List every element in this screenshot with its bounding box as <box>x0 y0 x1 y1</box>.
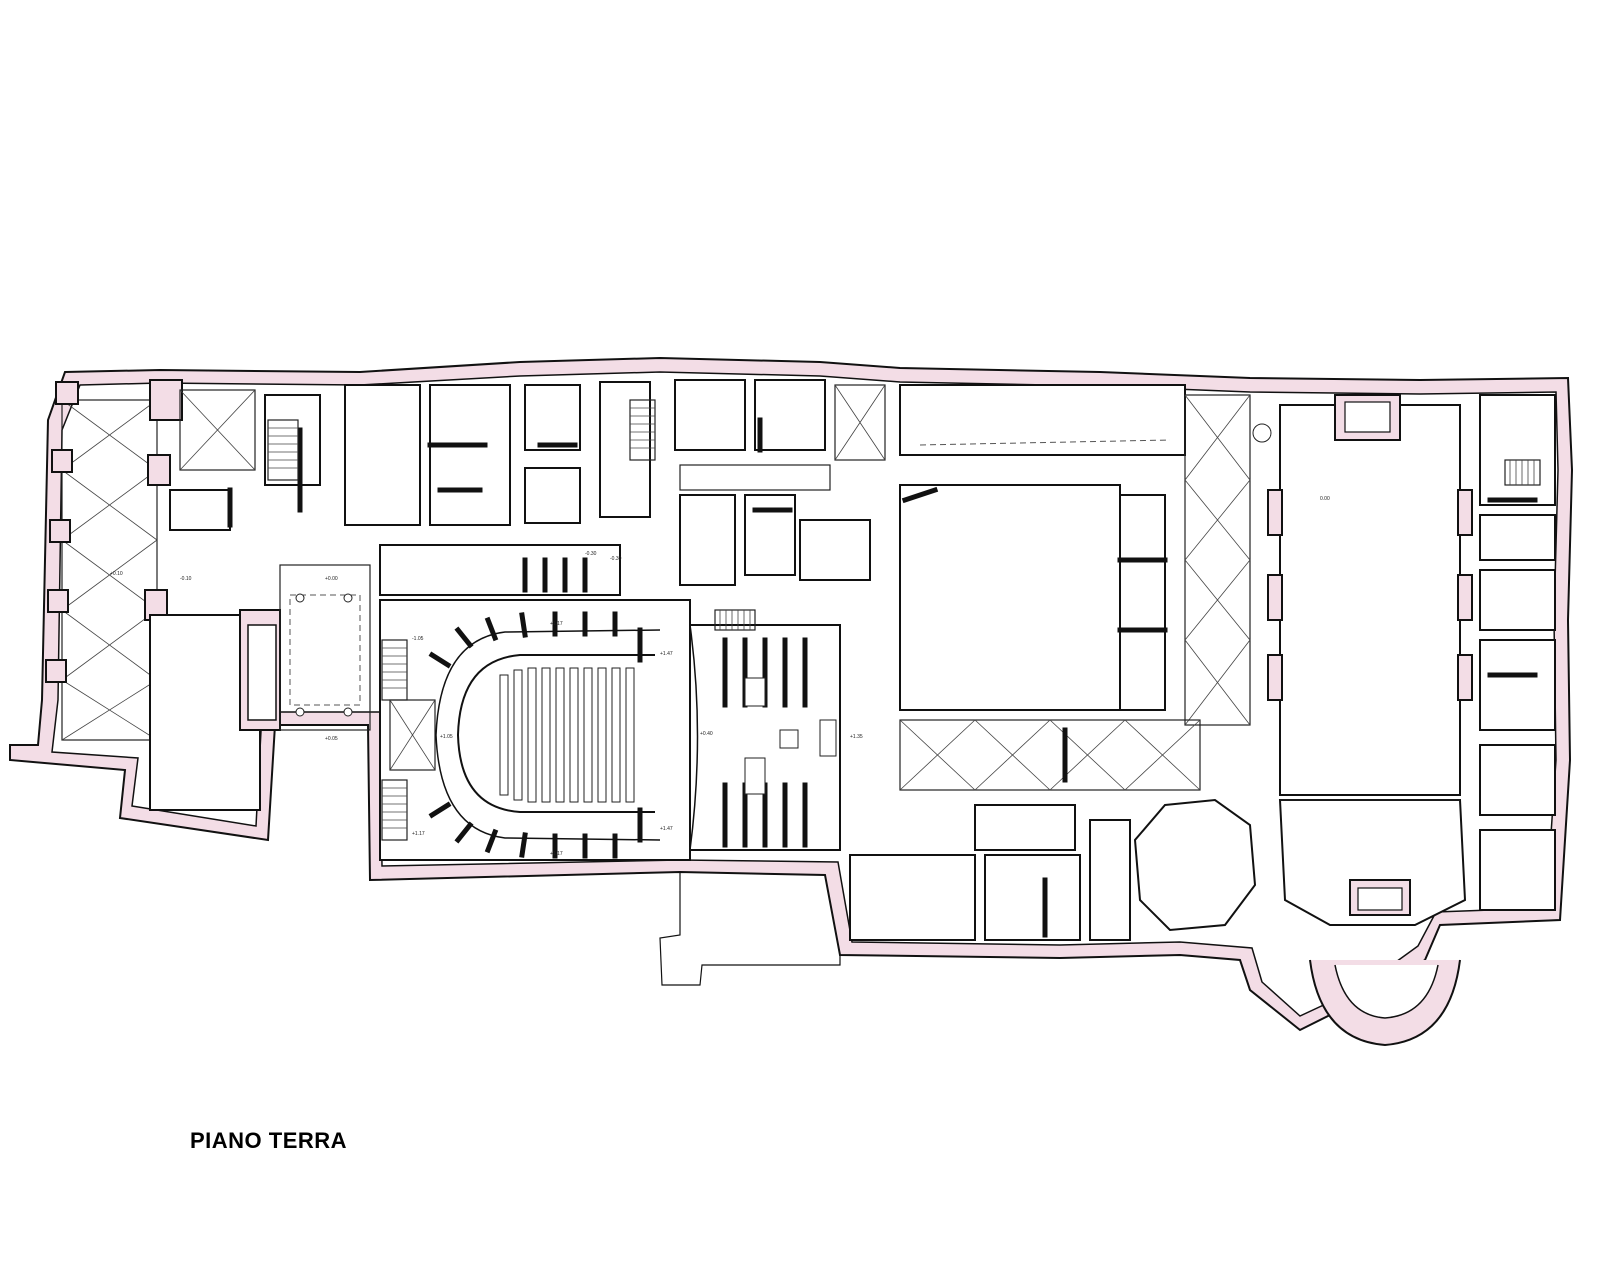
spiral-stair-icon <box>1252 423 1272 443</box>
svg-text:+1.17: +1.17 <box>550 621 563 627</box>
outbuilding-outline <box>659 872 841 986</box>
auditorium-boxes <box>428 611 643 859</box>
svg-text:-0.30: -0.30 <box>610 556 622 562</box>
upper-left-rooms <box>169 381 651 531</box>
svg-text:+1.17: +1.17 <box>412 831 425 837</box>
drawing-title: PIANO TERRA <box>190 1128 348 1153</box>
svg-text:+1.47: +1.47 <box>660 651 673 657</box>
svg-text:+0.40: +0.40 <box>700 731 713 737</box>
stair-stage <box>714 609 756 631</box>
central-courtyard <box>899 484 1121 711</box>
svg-text:+0.05: +0.05 <box>325 736 338 742</box>
upper-middle-rooms <box>674 379 886 586</box>
svg-text:0.00: 0.00 <box>1320 496 1330 502</box>
theatre-lobby-vault <box>389 699 436 771</box>
svg-text:-1.05: -1.05 <box>412 636 424 642</box>
right-side-rooms <box>1479 394 1556 911</box>
left-loggia <box>45 379 183 741</box>
svg-text:+1.35: +1.35 <box>850 734 863 740</box>
stair-right <box>1504 459 1541 486</box>
svg-text:+1.17: +1.17 <box>550 851 563 857</box>
svg-text:-0.10: -0.10 <box>180 576 192 582</box>
stair-upper-left <box>267 419 299 481</box>
lower-middle-rooms <box>849 804 1131 941</box>
stair-upper-middle <box>629 399 656 461</box>
right-hall <box>1279 404 1461 796</box>
svg-text:+0.00: +0.00 <box>325 576 338 582</box>
auditorium-horseshoe <box>456 654 655 813</box>
svg-text:+1.47: +1.47 <box>660 826 673 832</box>
seating-rows <box>499 667 635 803</box>
octagon-room <box>1133 798 1257 932</box>
svg-text:-0.30: -0.30 <box>585 551 597 557</box>
corridor <box>379 544 621 596</box>
stage-elements <box>722 637 837 848</box>
svg-text:+1.05: +1.05 <box>440 734 453 740</box>
right-loggia <box>1184 394 1251 726</box>
svg-text:+0.10: +0.10 <box>110 571 123 577</box>
vestibule: +0.00 +0.05 -0.10 +0.10 <box>110 564 371 742</box>
